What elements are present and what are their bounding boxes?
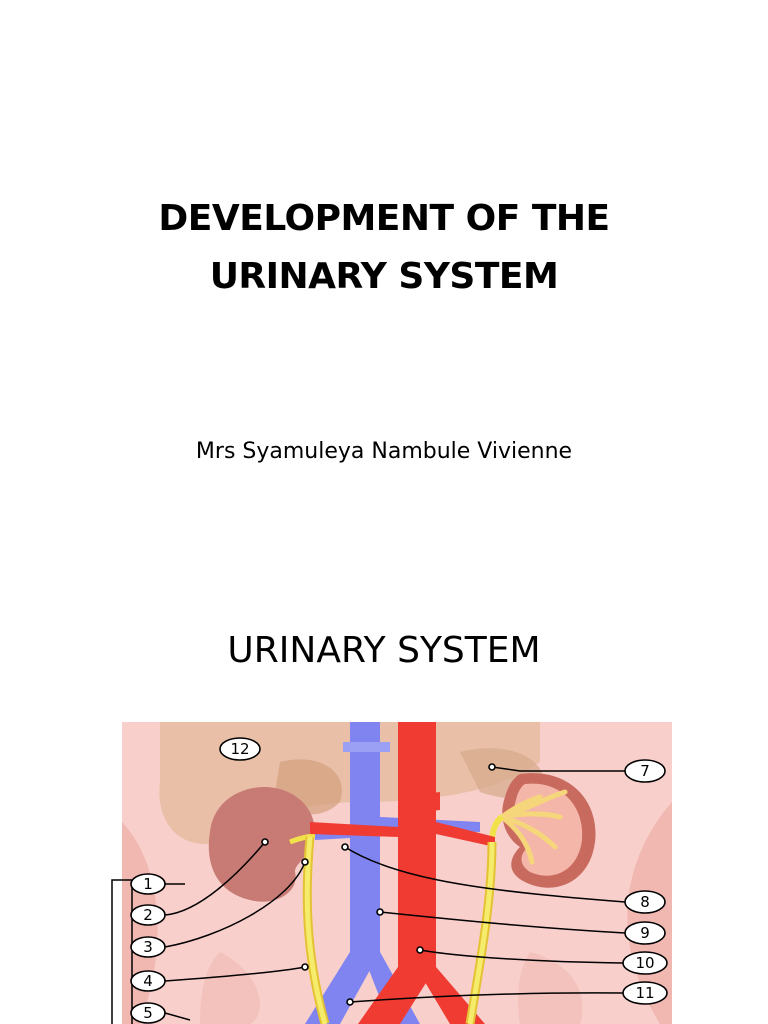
callout-5-text: 5	[143, 1004, 153, 1022]
callout-8-text: 8	[640, 893, 650, 911]
left-ureter-highlight	[304, 836, 328, 1024]
callout-10-text: 10	[635, 954, 654, 972]
author-name: Mrs Syamuleya Nambule Vivienne	[195, 439, 573, 464]
callout-1-text: 1	[143, 875, 153, 893]
callout-4: 4	[130, 963, 309, 992]
callout-11-text: 11	[635, 984, 654, 1002]
callout-3: 3	[130, 858, 309, 958]
label-bracket	[111, 879, 132, 1024]
callout-3-text: 3	[143, 938, 153, 956]
section-title: URINARY SYSTEM	[227, 630, 541, 671]
pelvic-shape-left	[200, 952, 260, 1024]
callout-9-text: 9	[640, 924, 650, 942]
callout-1: 1	[130, 873, 185, 895]
callout-5: 5	[130, 1002, 191, 1024]
diagram-svg: 1 2 3 4 5 7	[111, 722, 672, 1024]
slide-title-line-2: URINARY SYSTEM	[209, 256, 559, 297]
urinary-system-diagram: 1 2 3 4 5 7	[100, 722, 680, 1024]
callout-12: 12	[219, 737, 261, 761]
callout-10: 10	[416, 946, 668, 975]
callout-4-text: 4	[143, 972, 153, 990]
right-kidney	[489, 773, 596, 888]
callout-12-text: 12	[230, 740, 249, 758]
slide-title: DEVELOPMENT OF THE URINARY SYSTEM	[0, 190, 768, 306]
slide-title-line-1: DEVELOPMENT OF THE	[158, 198, 610, 239]
callout-2-text: 2	[143, 906, 153, 924]
callout-7: 7	[488, 759, 666, 783]
callout-7-text: 7	[640, 762, 650, 780]
callout-11: 11	[346, 981, 668, 1006]
callout-8: 8	[341, 843, 666, 914]
pelvic-shape-right	[518, 952, 583, 1024]
callout-2: 2	[130, 838, 269, 926]
callout-9: 9	[376, 908, 666, 945]
right-ureter-highlight	[467, 841, 495, 1024]
